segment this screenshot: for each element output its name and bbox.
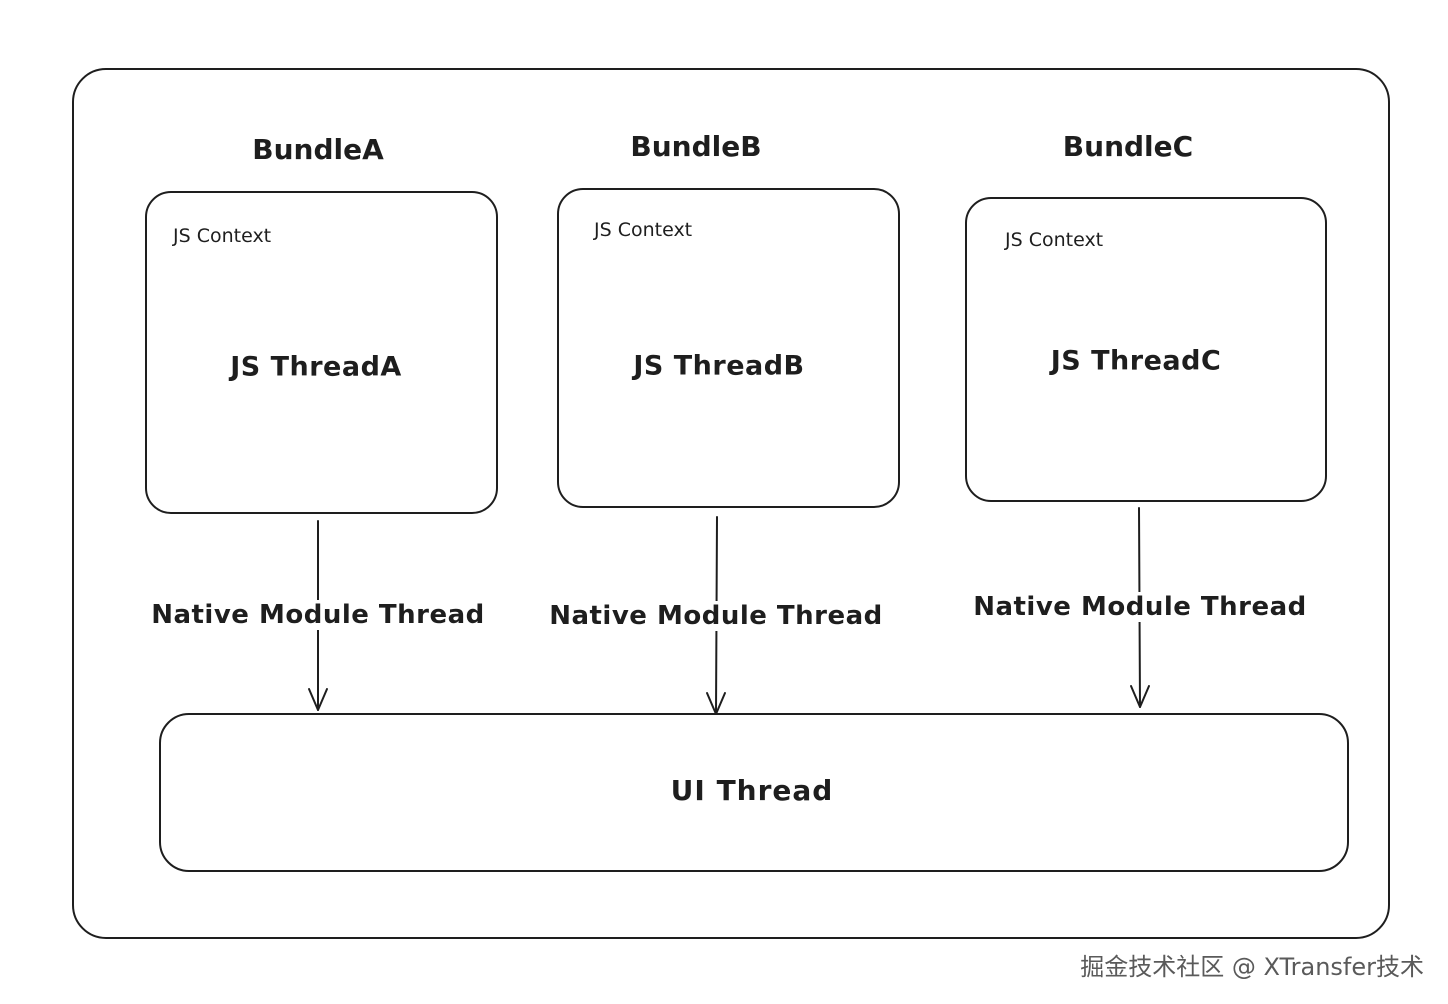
native-module-thread-a-label: Native Module Thread [151,600,485,630]
bundle-a-context-label: JS Context [173,225,272,247]
ui-thread-box [159,713,1349,872]
bundle-a-box [145,191,498,514]
bundle-c-box [965,197,1327,502]
bundle-b-title: BundleB [630,130,762,163]
arrow-a-head [308,688,328,711]
bundle-b-box [557,188,900,508]
watermark: 掘金技术社区 @ XTransfer技术 [1080,953,1424,981]
bundle-c-title: BundleC [1062,130,1194,163]
bundle-c-thread-label: JS ThreadC [1050,345,1222,377]
bundle-a-thread-label: JS ThreadA [230,351,402,383]
bundle-b-thread-label: JS ThreadB [633,350,805,382]
native-module-thread-b-label: Native Module Thread [549,601,883,631]
bundle-c-context-label: JS Context [1005,229,1104,251]
native-module-thread-c-label: Native Module Thread [973,592,1307,622]
container-frame [72,68,1390,939]
bundle-b-context-label: JS Context [594,219,693,241]
ui-thread-label: UI Thread [670,774,834,807]
bundle-a-title: BundleA [252,133,384,166]
arrow-c-head [1130,685,1150,708]
